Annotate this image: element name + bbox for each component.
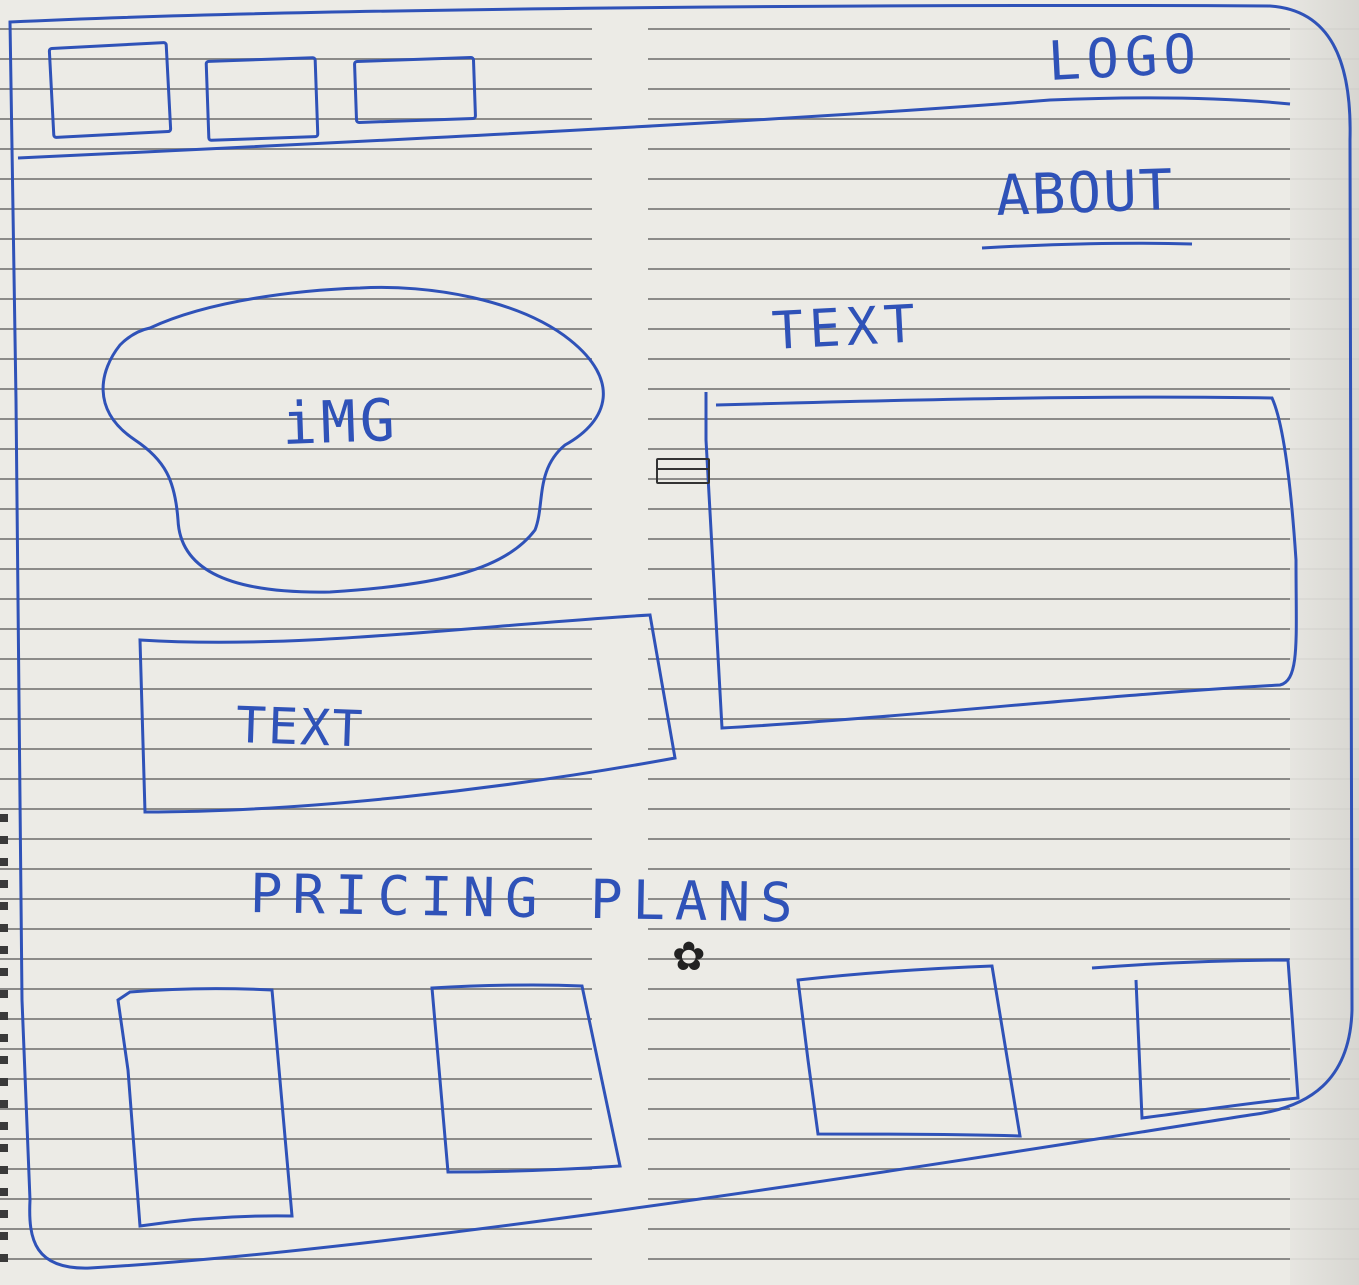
pricing-plan-2[interactable] (440, 988, 618, 1174)
nav-button-3[interactable] (352, 55, 478, 125)
image-placeholder (101, 285, 605, 594)
logo[interactable]: LOGO (1046, 21, 1204, 93)
hero-text-label: TEXT (234, 696, 366, 759)
notebook-binding (0, 800, 8, 1270)
nav-button-1[interactable] (47, 40, 173, 140)
pricing-plan-1[interactable] (126, 994, 290, 1224)
rectangle-icon (656, 458, 710, 484)
nav-button-2[interactable] (204, 56, 320, 142)
pricing-plan-4[interactable] (1138, 962, 1300, 1122)
about-text-label: TEXT (770, 294, 923, 362)
flower-icon: ✿ (672, 934, 706, 980)
notebook-margin (1290, 0, 1359, 1285)
pricing-plan-3[interactable] (806, 970, 1018, 1140)
about-title: ABOUT (994, 157, 1176, 229)
image-label: iMG (280, 385, 400, 458)
pricing-title: PRICING PLANS (249, 862, 804, 935)
